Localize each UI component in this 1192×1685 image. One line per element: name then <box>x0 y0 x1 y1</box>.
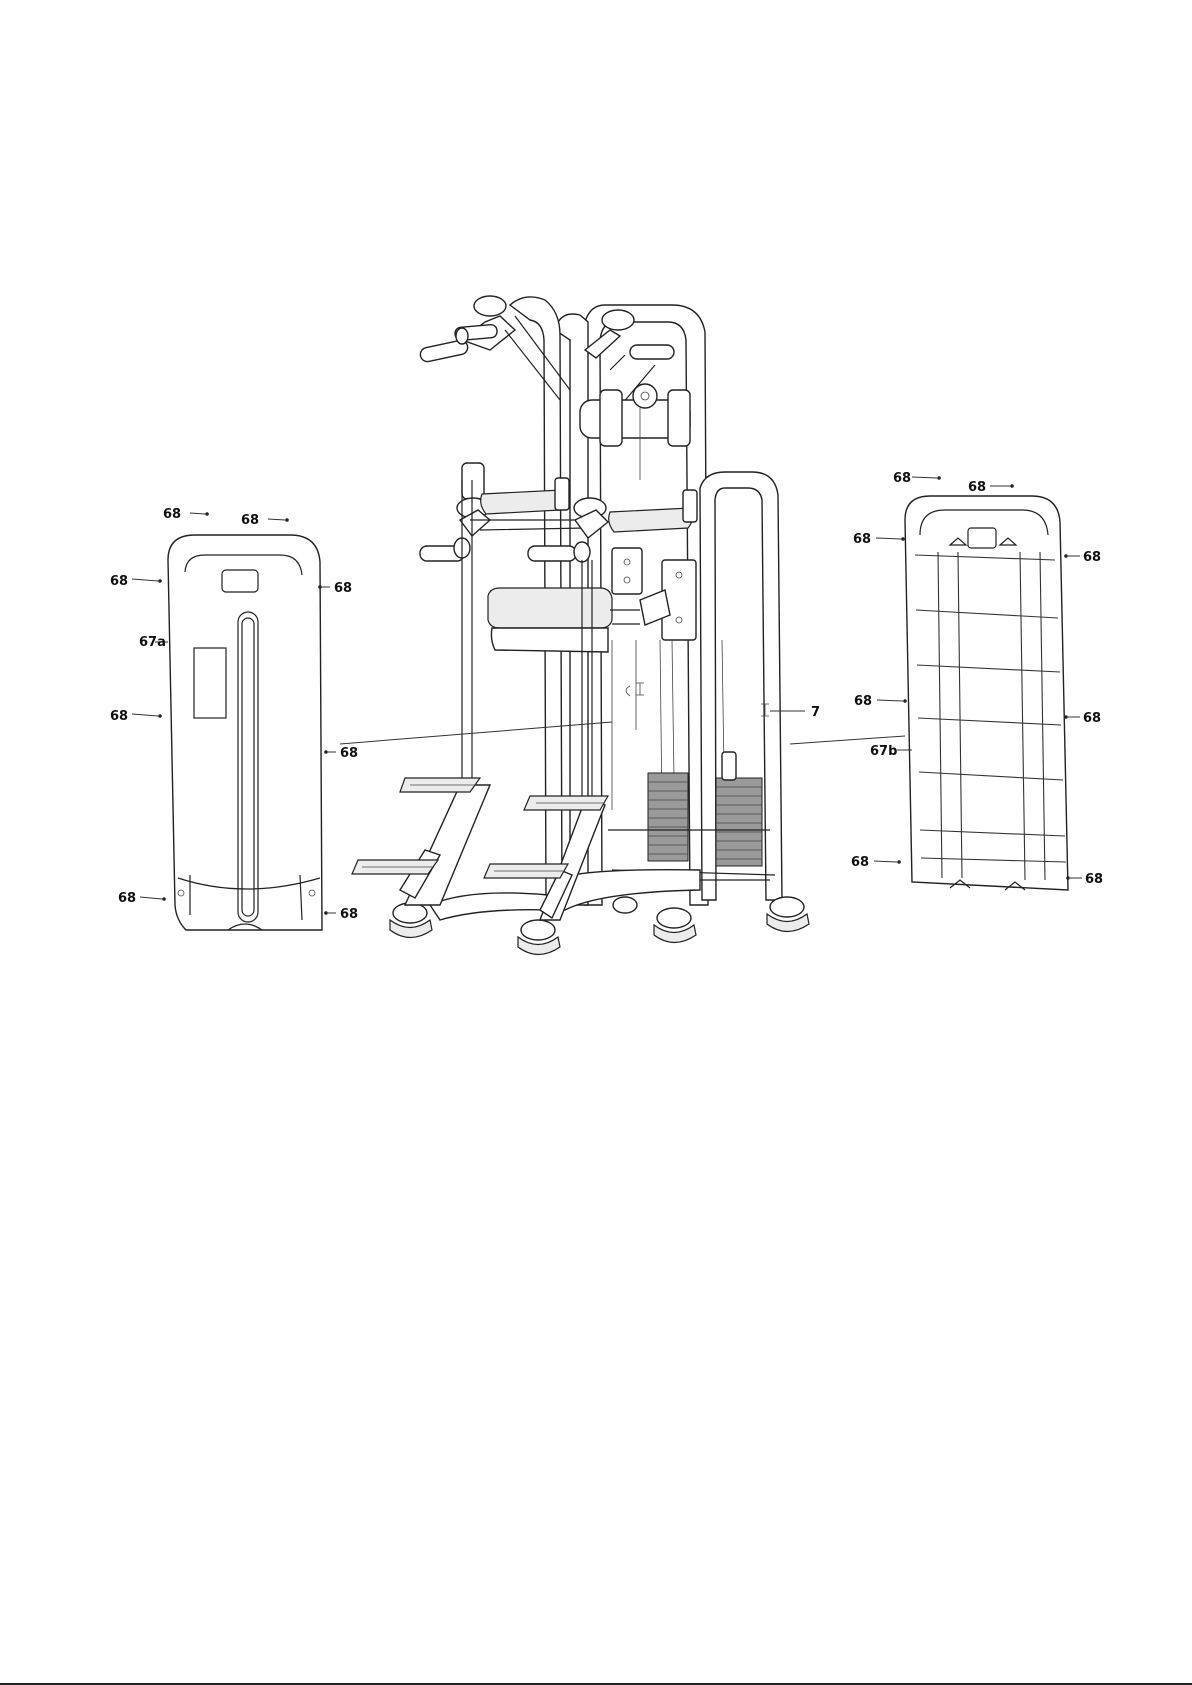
callout-68: 68 <box>340 746 358 761</box>
callout-67b: 67b <box>870 744 897 759</box>
callout-68: 68 <box>118 891 136 906</box>
callout-68: 68 <box>163 507 181 522</box>
callout-68: 68 <box>1085 872 1103 887</box>
left-shroud <box>168 535 322 930</box>
callout-68: 68 <box>334 581 352 596</box>
callout-68: 68 <box>1083 711 1101 726</box>
right-shroud <box>905 496 1068 890</box>
callout-68: 68 <box>1083 550 1101 565</box>
callout-68: 68 <box>968 480 986 495</box>
callout-7: 7 <box>811 705 820 720</box>
callout-67a: 67a <box>139 635 166 650</box>
main-frame <box>352 296 809 955</box>
callout-68: 68 <box>241 513 259 528</box>
callout-68: 68 <box>110 574 128 589</box>
callout-68: 68 <box>110 709 128 724</box>
callout-68: 68 <box>854 694 872 709</box>
callout-68: 68 <box>340 907 358 922</box>
callout-68: 68 <box>853 532 871 547</box>
callout-68: 68 <box>893 471 911 486</box>
callout-68: 68 <box>851 855 869 870</box>
